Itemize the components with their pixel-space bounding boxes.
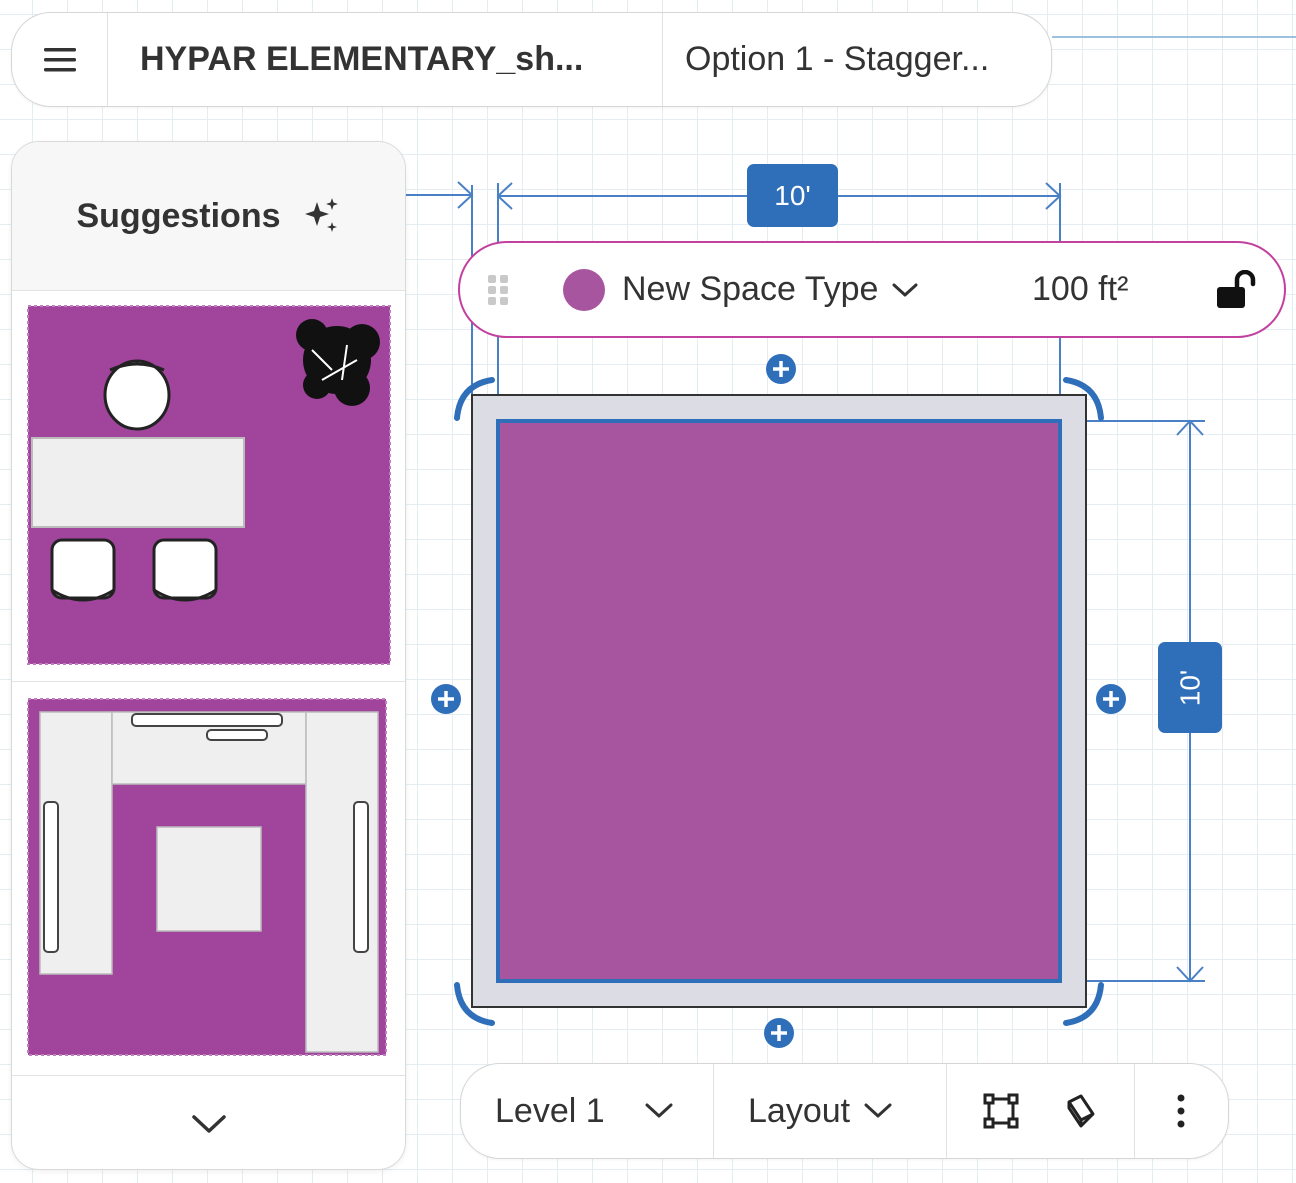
- corner-handle[interactable]: [454, 377, 495, 421]
- suggestion-thumbnail[interactable]: [12, 290, 405, 682]
- chevron-down-icon: [191, 1114, 226, 1133]
- option-title[interactable]: Option 1 - Stagger...: [685, 40, 990, 78]
- corner-handle[interactable]: [1063, 982, 1104, 1026]
- chevron-down-icon: [892, 283, 918, 296]
- hamburger-menu-icon: [43, 47, 76, 71]
- suggestions-title: Suggestions: [76, 196, 281, 235]
- corner-handle[interactable]: [454, 982, 495, 1026]
- desk-shape: [31, 437, 245, 528]
- project-title[interactable]: HYPAR ELEMENTARY_sh...: [108, 13, 663, 106]
- add-edge-left-icon[interactable]: [431, 684, 461, 714]
- suggestions-header: Suggestions: [12, 142, 405, 291]
- bottom-toolbar: Level 1 Layout: [460, 1063, 1229, 1159]
- layout-preview-2: [27, 698, 387, 1056]
- chair-icon: [103, 359, 171, 431]
- menu-button[interactable]: [12, 13, 108, 106]
- layout-dropdown[interactable]: Layout: [714, 1064, 947, 1158]
- corner-handle[interactable]: [1063, 377, 1104, 421]
- add-edge-top-icon[interactable]: [766, 354, 796, 384]
- space-type-name: New Space Type: [622, 270, 879, 308]
- level-dropdown[interactable]: Level 1: [461, 1064, 714, 1158]
- more-options-button[interactable]: [1135, 1064, 1227, 1158]
- plan-view-icon[interactable]: [982, 1092, 1020, 1130]
- width-dimension-value: 10': [774, 179, 811, 211]
- layout-preview-1: [27, 305, 391, 665]
- height-dimension-value: 10': [1174, 669, 1205, 706]
- space-type-toolbar: New Space Type 100 ft²: [458, 241, 1286, 338]
- chevron-down-icon: [645, 1103, 673, 1118]
- add-edge-bottom-icon[interactable]: [764, 1018, 794, 1048]
- top-bar: HYPAR ELEMENTARY_sh... Option 1 - Stagge…: [11, 12, 1052, 107]
- space-type-dropdown[interactable]: New Space Type: [622, 270, 918, 309]
- layout-label: Layout: [748, 1091, 851, 1130]
- plant-icon: [296, 319, 380, 406]
- more-vertical-icon: [1177, 1094, 1185, 1128]
- drag-handle-icon[interactable]: [486, 273, 512, 307]
- 3d-view-icon[interactable]: [1061, 1092, 1099, 1130]
- unlock-icon[interactable]: [1215, 269, 1259, 310]
- width-dimension-label[interactable]: 10': [747, 164, 838, 227]
- space-color-swatch[interactable]: [563, 268, 605, 311]
- chevron-down-icon: [864, 1103, 892, 1118]
- space-area: 100 ft²: [1032, 270, 1129, 308]
- level-label: Level 1: [495, 1091, 605, 1130]
- view-mode-group: [947, 1064, 1135, 1158]
- suggestions-panel: Suggestions: [11, 141, 406, 1170]
- chair-icon: [50, 538, 116, 602]
- chair-icon: [152, 538, 218, 602]
- height-dimension-label[interactable]: 10': [1158, 642, 1222, 733]
- sparkle-icon: [304, 198, 338, 232]
- suggestions-expand-button[interactable]: [12, 1076, 405, 1169]
- add-edge-right-icon[interactable]: [1096, 684, 1126, 714]
- suggestion-thumbnail[interactable]: [12, 682, 405, 1076]
- space-rectangle[interactable]: [496, 419, 1062, 983]
